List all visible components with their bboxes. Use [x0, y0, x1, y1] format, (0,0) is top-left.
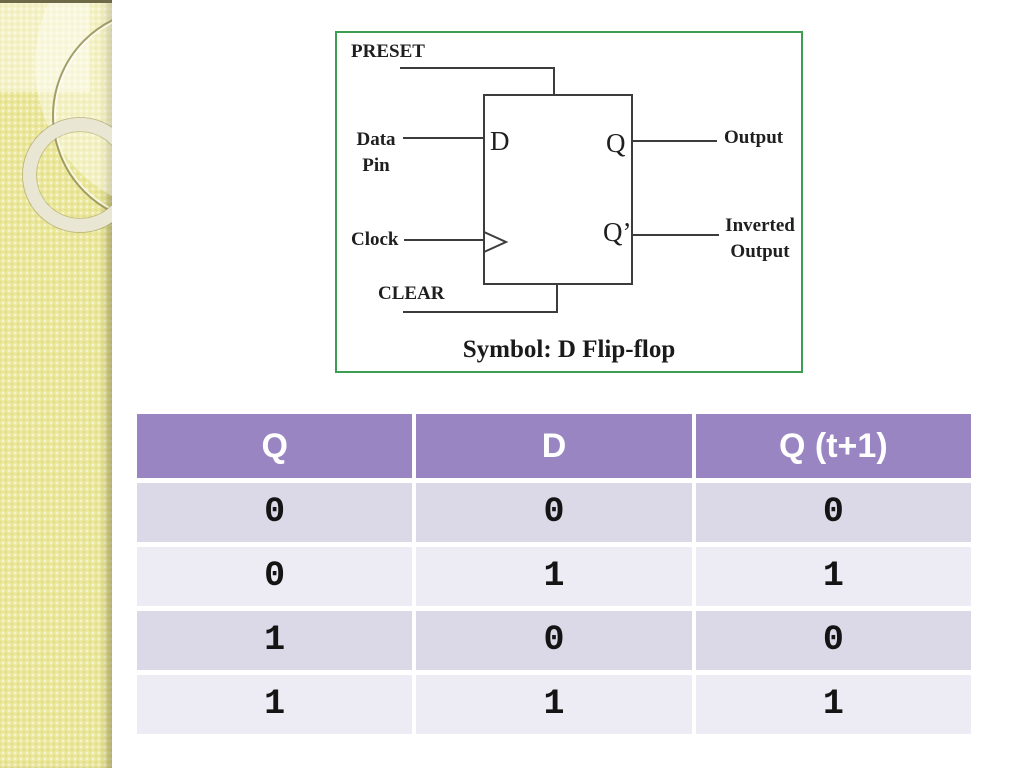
data-pin-label: Data Pin — [347, 127, 405, 179]
table-cell: 0 — [416, 611, 692, 670]
sidebar-top-line — [0, 0, 112, 3]
q-prime-pin-letter: Q’ — [603, 217, 632, 247]
truth-table: Q D Q (t+1) 0 0 0 0 1 1 1 0 0 1 1 1 — [137, 414, 971, 734]
table-cell: 1 — [416, 675, 692, 734]
table-header-q: Q — [137, 414, 413, 478]
clear-wire-vertical — [556, 285, 558, 313]
output-wire — [633, 140, 717, 142]
preset-wire-horizontal — [400, 67, 555, 69]
inverted-output-wire — [633, 234, 719, 236]
data-pin-label-line2: Pin — [362, 155, 390, 176]
output-label: Output — [724, 127, 784, 148]
sidebar-thick-ring — [23, 118, 112, 232]
flipflop-diagram: PRESET Data Pin Clock CLEAR D Q Q’ Outpu… — [335, 31, 803, 373]
table-cell: 0 — [137, 483, 413, 542]
preset-wire-vertical — [553, 67, 555, 96]
table-header-d: D — [416, 414, 692, 478]
inverted-output-label-line1: Inverted — [725, 215, 795, 236]
data-wire — [403, 137, 483, 139]
q-pin-letter: Q — [606, 128, 626, 158]
inverted-output-label: Inverted Output — [719, 213, 801, 265]
table-cell: 1 — [695, 547, 971, 606]
table-row: 0 1 1 — [137, 547, 971, 606]
clear-wire-horizontal — [403, 311, 558, 313]
clock-edge-triangle-icon — [483, 230, 509, 254]
sidebar-decoration — [0, 0, 112, 768]
table-row: 1 0 0 — [137, 611, 971, 670]
table-header-qt1: Q (t+1) — [695, 414, 971, 478]
d-pin-letter: D — [490, 126, 510, 156]
diagram-caption: Symbol: D Flip-flop — [462, 336, 676, 363]
data-pin-label-line1: Data — [356, 129, 396, 150]
clock-label: Clock — [351, 229, 399, 250]
table-cell: 0 — [695, 611, 971, 670]
table-row: 0 0 0 — [137, 483, 971, 542]
clock-wire — [404, 239, 483, 241]
table-cell: 0 — [416, 483, 692, 542]
table-header-row: Q D Q (t+1) — [137, 414, 971, 478]
table-row: 1 1 1 — [137, 675, 971, 734]
table-cell: 0 — [137, 547, 413, 606]
preset-label: PRESET — [351, 41, 425, 62]
table-cell: 1 — [416, 547, 692, 606]
flipflop-body — [483, 94, 633, 285]
clear-label: CLEAR — [378, 283, 445, 304]
table-cell: 0 — [695, 483, 971, 542]
table-cell: 1 — [137, 611, 413, 670]
inverted-output-label-line2: Output — [730, 241, 790, 262]
table-cell: 1 — [695, 675, 971, 734]
table-cell: 1 — [137, 675, 413, 734]
